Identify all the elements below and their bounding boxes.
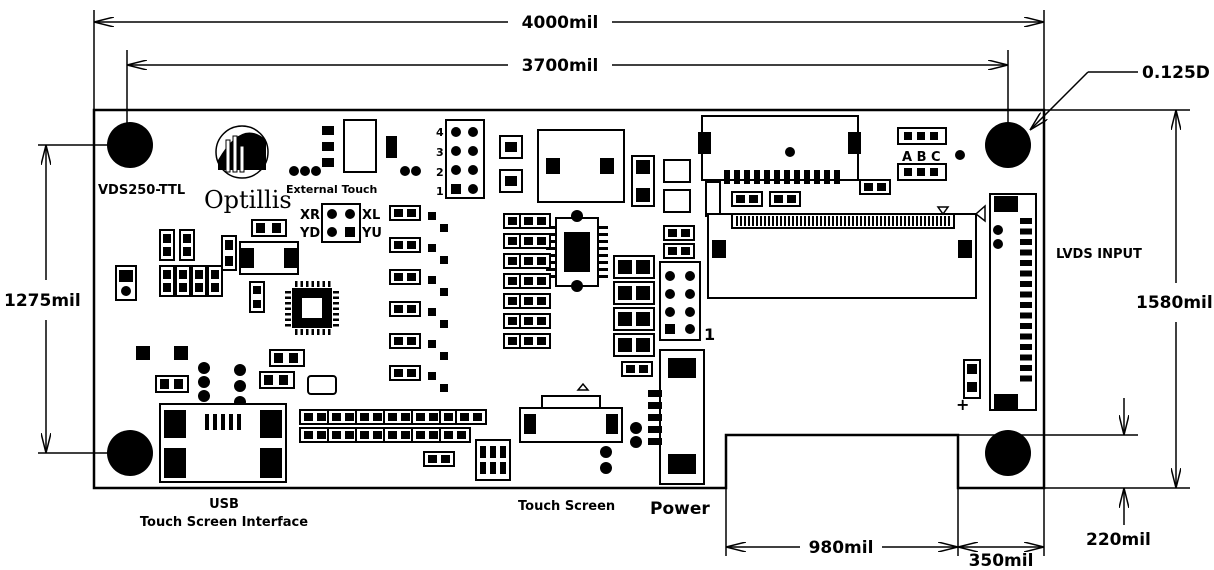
lvds-header-pins	[736, 216, 950, 226]
hole-spacing-x-label: 3700mil	[522, 56, 599, 76]
abc-jumpers	[897, 127, 965, 181]
header-3x2	[659, 261, 701, 341]
qfn-chip	[292, 288, 332, 328]
external-touch-connector	[289, 119, 421, 176]
lvds-input-pins	[1020, 218, 1032, 382]
top-ffc-connector	[698, 115, 861, 181]
hole-spacing-y-label: 1275mil	[4, 291, 81, 311]
yd-label: YD	[299, 226, 320, 241]
dimension-hole-spacing-x: 3700mil	[126, 50, 1009, 125]
total-height-label: 1580mil	[1136, 293, 1213, 313]
board-outline	[92, 108, 1046, 490]
usb-label-line2: Touch Screen Interface	[140, 515, 308, 530]
touch-screen-connector	[475, 382, 642, 481]
lvds-input-connector	[963, 193, 1037, 411]
header-pin-3-label: 3	[436, 146, 444, 159]
lvds-input-label: LVDS INPUT	[1056, 247, 1142, 262]
usb-connector	[159, 403, 287, 483]
dimension-lvds-cutout: 980mil 350mil	[725, 488, 1045, 570]
left-grid-parts	[159, 205, 695, 467]
brand-label: Optillis	[204, 186, 292, 214]
inductor-block	[499, 129, 691, 213]
header-pin-1-label: 1	[436, 185, 444, 198]
lvds-cutout-width-label: 980mil	[809, 538, 874, 558]
dimension-bottom-offset: 220mil	[958, 398, 1151, 550]
xl-label: XL	[362, 208, 380, 223]
top-ffc-pins	[705, 170, 891, 217]
touch-screen-label: Touch Screen	[518, 499, 615, 514]
touch-4pin-header	[321, 203, 361, 243]
xr-label: XR	[300, 208, 320, 223]
header-pin-4-label: 4	[436, 126, 444, 139]
mounting-hole-top-left	[107, 122, 153, 168]
header-pin-2-label: 2	[436, 166, 444, 179]
pin-1-label: 1	[704, 325, 715, 344]
left-smd-cluster	[115, 219, 337, 408]
total-width-label: 4000mil	[522, 13, 599, 33]
right-margin-label: 350mil	[969, 551, 1034, 570]
qfn-chip-pins	[285, 281, 339, 335]
external-touch-label: External Touch	[286, 183, 377, 196]
mounting-hole-top-right	[985, 122, 1031, 168]
abc-label: A B C	[902, 150, 941, 165]
yu-label: YU	[361, 226, 382, 241]
bottom-offset-label: 220mil	[1086, 530, 1151, 550]
power-connector	[648, 349, 705, 485]
dimension-total-width: 4000mil	[93, 10, 1045, 110]
header-4x2	[445, 119, 485, 199]
bridge-ic	[555, 210, 599, 292]
usb-label-line1: USB	[209, 497, 239, 512]
optillis-logo	[215, 125, 269, 179]
hole-diameter-label: 0.125D	[1142, 63, 1210, 83]
power-label: Power	[650, 499, 710, 519]
model-label: VDS250-TTL	[98, 183, 185, 198]
lvds-header-connector	[707, 206, 977, 299]
plus-label: +	[956, 395, 969, 414]
mounting-hole-bottom-right	[985, 430, 1031, 476]
mounting-hole-bottom-left	[107, 430, 153, 476]
dimension-hole-diameter: 0.125D	[1030, 63, 1210, 130]
